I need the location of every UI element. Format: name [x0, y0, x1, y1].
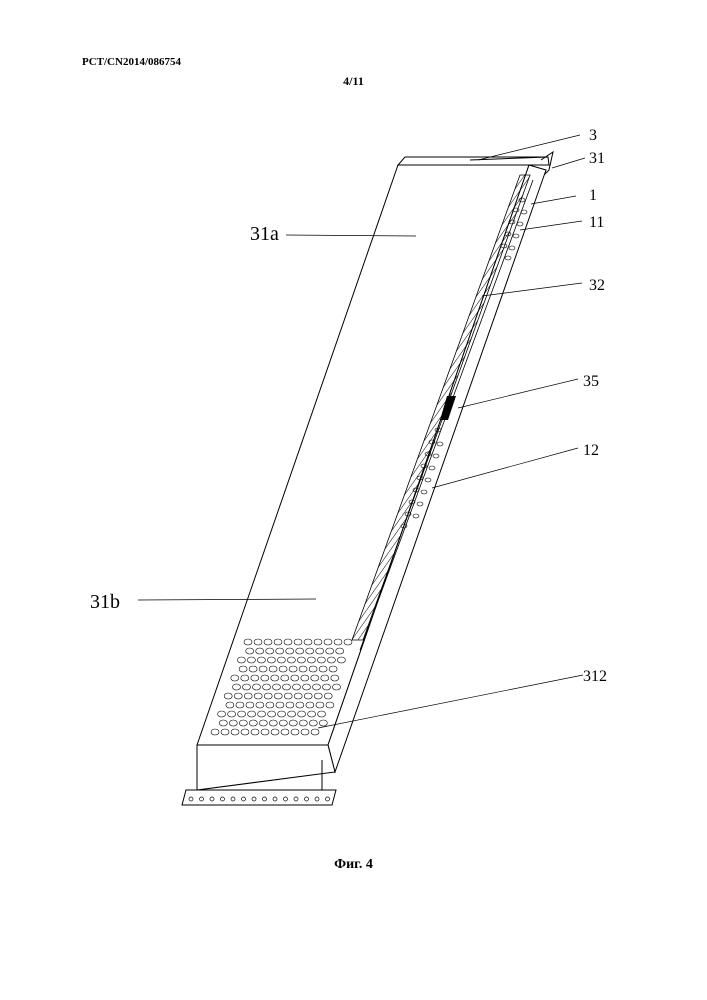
- label-312: 312: [583, 668, 607, 685]
- label-31a: 31a: [250, 223, 279, 245]
- label-31b: 31b: [90, 591, 120, 613]
- figure-caption: Фиг. 4: [0, 857, 707, 873]
- label-1: 1: [589, 187, 597, 204]
- label-31: 31: [589, 150, 605, 167]
- label-11: 11: [589, 214, 604, 231]
- label-12: 12: [583, 442, 599, 459]
- label-32: 32: [589, 277, 605, 294]
- label-35: 35: [583, 373, 599, 390]
- label-3: 3: [589, 127, 597, 144]
